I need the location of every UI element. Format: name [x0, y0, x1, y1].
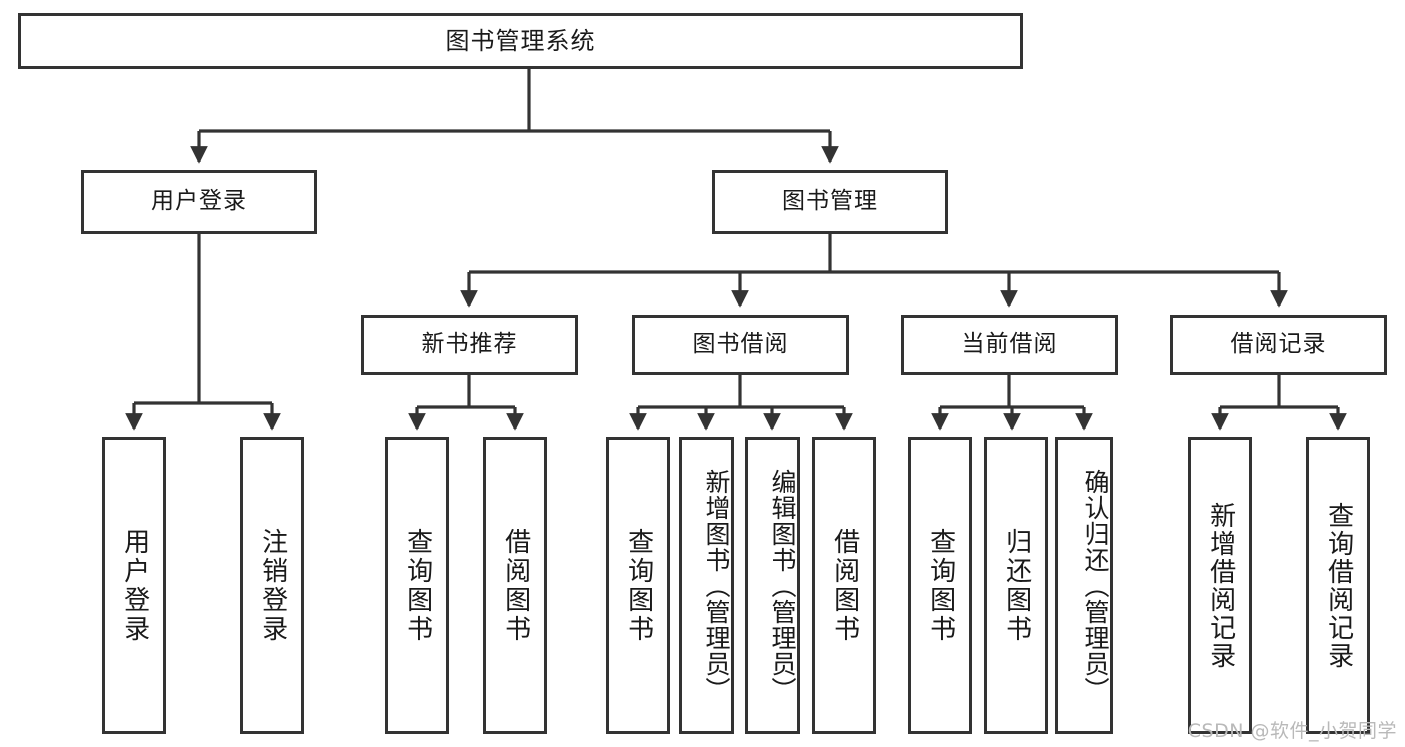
node-leaf-borrow-book-1[interactable]: 借阅图书	[483, 437, 547, 734]
node-leaf-user-login-label: 用户登录	[119, 527, 150, 644]
node-current-borrow-label: 当前借阅	[961, 331, 1058, 358]
node-leaf-borrow-book-1-label: 借阅图书	[500, 527, 531, 644]
node-leaf-user-login[interactable]: 用户登录	[102, 437, 166, 734]
node-user-login[interactable]: 用户登录	[81, 170, 317, 234]
node-leaf-query-book-3-label: 查询图书	[925, 527, 956, 644]
node-root[interactable]: 图书管理系统	[18, 13, 1023, 69]
node-leaf-edit-book-admin-label: 编辑图书（管理员）	[768, 468, 797, 703]
node-leaf-query-book-2[interactable]: 查询图书	[606, 437, 670, 734]
node-leaf-confirm-return-admin-label: 确认归还（管理员）	[1081, 468, 1110, 703]
node-leaf-logout-login-label: 注销登录	[257, 527, 288, 644]
node-book-manage[interactable]: 图书管理	[712, 170, 948, 234]
node-leaf-add-book-admin-label: 新增图书（管理员）	[702, 468, 731, 703]
node-leaf-query-book-2-label: 查询图书	[623, 527, 654, 644]
node-leaf-add-borrow-record[interactable]: 新增借阅记录	[1188, 437, 1252, 734]
node-book-manage-label: 图书管理	[782, 188, 878, 215]
node-new-book-recommend[interactable]: 新书推荐	[361, 315, 578, 375]
node-leaf-query-borrow-record[interactable]: 查询借阅记录	[1306, 437, 1370, 734]
node-leaf-borrow-book-2[interactable]: 借阅图书	[812, 437, 876, 734]
node-borrow-record-label: 借阅记录	[1230, 331, 1327, 358]
node-leaf-add-borrow-record-label: 新增借阅记录	[1205, 501, 1236, 670]
node-current-borrow[interactable]: 当前借阅	[901, 315, 1118, 375]
node-leaf-query-book-1[interactable]: 查询图书	[385, 437, 449, 734]
node-book-borrow-label: 图书借阅	[692, 331, 789, 358]
node-new-book-recommend-label: 新书推荐	[421, 331, 518, 358]
watermark: CSDN @软件_小贺同学	[1187, 720, 1397, 742]
node-leaf-add-book-admin[interactable]: 新增图书（管理员）	[679, 437, 734, 734]
node-borrow-record[interactable]: 借阅记录	[1170, 315, 1387, 375]
node-book-borrow[interactable]: 图书借阅	[632, 315, 849, 375]
node-leaf-query-book-3[interactable]: 查询图书	[908, 437, 972, 734]
node-leaf-confirm-return-admin[interactable]: 确认归还（管理员）	[1055, 437, 1113, 734]
node-leaf-return-book-label: 归还图书	[1001, 527, 1032, 644]
node-root-label: 图书管理系统	[445, 26, 596, 55]
node-leaf-query-borrow-record-label: 查询借阅记录	[1323, 501, 1354, 670]
node-leaf-logout-login[interactable]: 注销登录	[240, 437, 304, 734]
node-leaf-return-book[interactable]: 归还图书	[984, 437, 1048, 734]
node-leaf-query-book-1-label: 查询图书	[402, 527, 433, 644]
node-leaf-edit-book-admin[interactable]: 编辑图书（管理员）	[745, 437, 800, 734]
node-user-login-label: 用户登录	[151, 188, 247, 215]
node-leaf-borrow-book-2-label: 借阅图书	[829, 527, 860, 644]
